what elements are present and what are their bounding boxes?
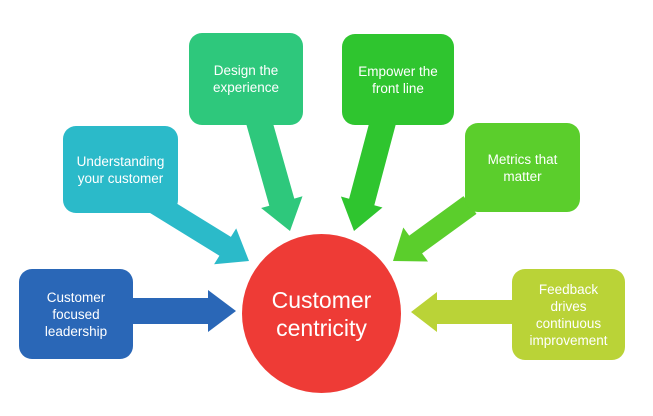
node-customer-focused-leadership: Customer focused leadership xyxy=(19,269,133,359)
node-empower-the-front-line: Empower the front line xyxy=(342,34,454,125)
center-circle-customer-centricity: Customer centricity xyxy=(242,234,401,393)
node-understanding-your-customer: Understanding your customer xyxy=(63,126,178,213)
center-circle-label: Customer centricity xyxy=(271,286,372,341)
node-label: Feedback drives continuous improvement xyxy=(529,281,608,348)
node-label: Metrics that matter xyxy=(487,151,558,184)
node-label: Design the experience xyxy=(212,63,280,95)
arrow-customer-focused-leadership xyxy=(131,290,236,332)
arrow-metrics-that-matter xyxy=(393,196,477,262)
node-feedback-drives-continuous-improvement: Feedback drives continuous improvement xyxy=(512,269,625,360)
node-label: Understanding your customer xyxy=(76,153,165,186)
arrow-feedback-drives-continuous-improvement xyxy=(411,292,512,332)
node-label: Customer focused leadership xyxy=(44,289,108,339)
node-label: Empower the front line xyxy=(358,63,438,96)
arrow-design-the-experience xyxy=(245,114,303,231)
node-metrics-that-matter: Metrics that matter xyxy=(465,123,580,212)
node-design-the-experience: Design the experience xyxy=(189,33,303,125)
arrow-empower-the-front-line xyxy=(340,114,397,231)
